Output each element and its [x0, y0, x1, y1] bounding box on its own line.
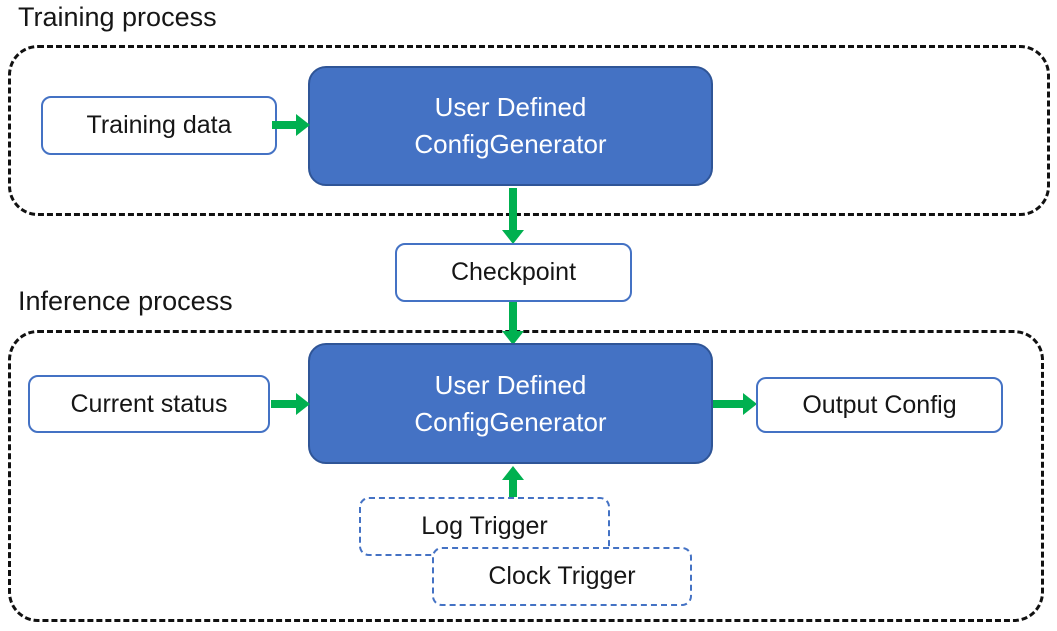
- arrow-head-icon: [502, 230, 524, 244]
- inference-config-generator-box: User Defined ConfigGenerator: [308, 343, 713, 464]
- arrow-head-icon: [743, 393, 757, 415]
- arrow-checkpoint-to-inference-generator: [502, 302, 524, 345]
- inference-config-generator-line2: ConfigGenerator: [414, 406, 607, 437]
- clock-trigger-label: Clock Trigger: [488, 562, 636, 590]
- inference-config-generator-line1: User Defined: [434, 369, 587, 400]
- arrow-shaft: [509, 188, 517, 231]
- arrow-shaft: [509, 302, 517, 332]
- arrow-shaft: [713, 400, 744, 408]
- arrow-head-icon: [296, 393, 310, 415]
- arrow-head-icon: [502, 331, 524, 345]
- arrow-shaft: [272, 121, 297, 129]
- arrow-shaft: [509, 479, 517, 498]
- log-trigger-label: Log Trigger: [421, 512, 548, 540]
- arrow-head-icon: [502, 466, 524, 480]
- arrow-current-status-to-generator: [271, 393, 310, 415]
- inference-process-frame: [8, 330, 1044, 622]
- checkpoint-label: Checkpoint: [450, 258, 577, 286]
- training-process-frame: [8, 45, 1050, 216]
- output-config-box: Output Config: [756, 377, 1003, 433]
- arrow-head-icon: [296, 114, 310, 136]
- arrow-generator-to-checkpoint: [502, 188, 524, 244]
- training-data-label: Training data: [86, 111, 232, 139]
- checkpoint-box: Checkpoint: [395, 243, 632, 302]
- training-config-generator-line1: User Defined: [434, 92, 587, 122]
- output-config-label: Output Config: [802, 390, 957, 419]
- log-trigger-box: Log Trigger: [359, 497, 610, 556]
- arrow-generator-to-output-config: [713, 393, 757, 415]
- training-data-box: Training data: [41, 96, 277, 155]
- inference-process-label: Inference process: [18, 286, 233, 316]
- current-status-box: Current status: [28, 375, 270, 433]
- training-config-generator-line2: ConfigGenerator: [414, 129, 607, 159]
- clock-trigger-box: Clock Trigger: [432, 547, 692, 606]
- training-process-label: Training process: [18, 2, 217, 32]
- arrow-triggers-to-generator: [502, 466, 524, 498]
- arrow-training-data-to-generator: [272, 114, 310, 136]
- arrow-shaft: [271, 400, 297, 408]
- training-config-generator-box: User Defined ConfigGenerator: [308, 66, 713, 186]
- current-status-label: Current status: [70, 389, 228, 418]
